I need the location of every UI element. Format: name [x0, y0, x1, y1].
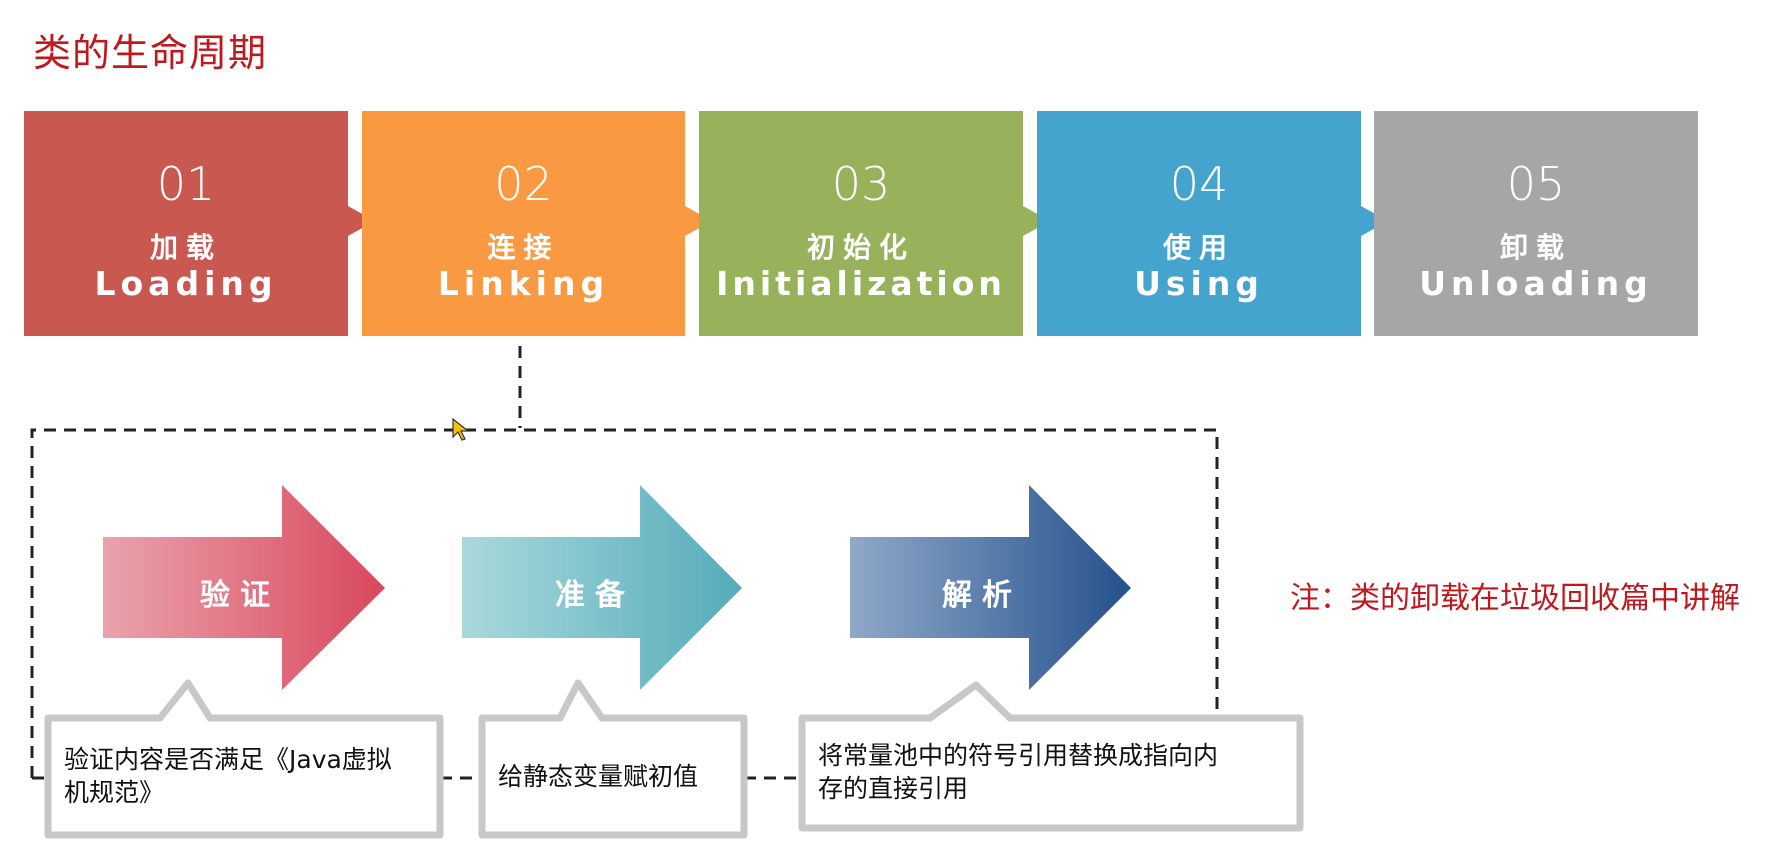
step-label-resolve: 解析: [942, 578, 1022, 613]
stage-number: 05: [1506, 157, 1566, 211]
mouse-cursor-icon: [452, 418, 470, 441]
note-line: 机规范》: [64, 778, 165, 807]
stage-unloading: 05 卸载 Unloading: [1374, 111, 1698, 336]
step-label-verify: 验证: [200, 578, 280, 613]
stage-number: 02: [494, 157, 553, 211]
note-line: 验证内容是否满足《Java虚拟: [64, 745, 392, 774]
note-line: 存的直接引用: [818, 774, 969, 803]
stage-box-loading: [24, 111, 375, 336]
stage-box-initialization: [699, 111, 1050, 336]
note-prepare: 给静态变量赋初值: [498, 762, 699, 791]
stage-en-label: Loading: [94, 264, 278, 303]
stage-linking: 02 连接 Linking: [362, 111, 685, 336]
page-title: 类的生命周期: [33, 31, 268, 75]
stage-box-using: [1037, 111, 1388, 336]
dashed-frame: [30, 428, 1219, 778]
step-label-prepare: 准备: [555, 578, 635, 613]
callout-verify: [44, 679, 444, 839]
stage-box-linking: [362, 111, 712, 336]
remark-note: 注：类的卸载在垃圾回收篇中讲解: [1290, 581, 1740, 616]
stage-loading: 01 加载 Loading: [24, 111, 348, 336]
stage-cn-label: 使用: [1162, 231, 1235, 264]
stage-cn-label: 初始化: [806, 231, 915, 264]
stage-cn-label: 加载: [149, 231, 222, 264]
stage-number: 01: [156, 157, 216, 211]
stage-using: 04 使用 Using: [1037, 111, 1361, 336]
callout-resolve: [798, 681, 1304, 832]
stage-cn-label: 卸载: [1499, 231, 1572, 264]
stage-box-unloading: [1374, 111, 1698, 336]
stage-en-label: Using: [1134, 264, 1264, 303]
arrow-verify: [103, 485, 385, 690]
note-verify: 验证内容是否满足《Java虚拟 机规范》: [64, 743, 392, 809]
arrow-resolve: [850, 485, 1131, 690]
stage-number: 03: [831, 157, 891, 211]
stage-en-label: Initialization: [716, 264, 1006, 303]
stage-cn-label: 连接: [487, 231, 560, 264]
stage-number: 04: [1169, 157, 1229, 211]
stage-en-label: Linking: [437, 264, 610, 303]
stage-en-label: Unloading: [1419, 264, 1653, 303]
note-line: 将常量池中的符号引用替换成指向内: [818, 741, 1219, 770]
note-resolve: 将常量池中的符号引用替换成指向内 存的直接引用: [818, 739, 1218, 805]
stage-initialization: 03 初始化 Initialization: [699, 111, 1023, 336]
callout-prepare: [478, 679, 748, 839]
arrow-prepare: [462, 485, 742, 690]
